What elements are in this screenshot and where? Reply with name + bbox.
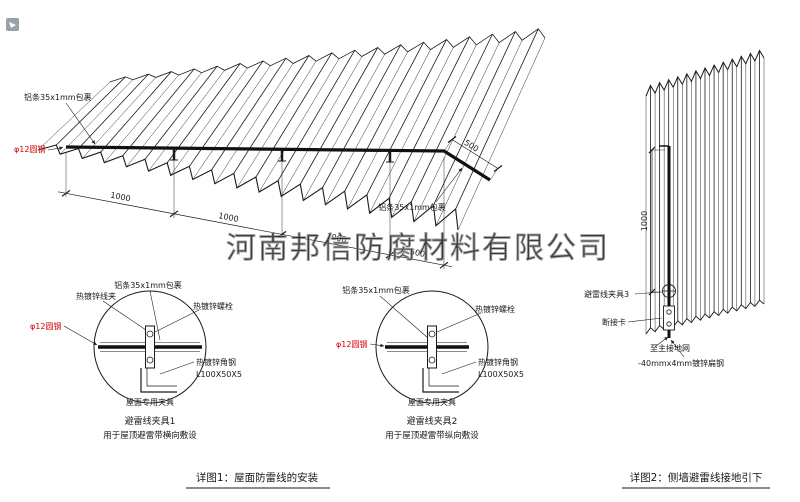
wall-dimension [648,146,665,296]
detail-circle-2: 铝条35x1mm包裹 热镀锌螺栓 φ12圆钢 热镀锌角钢 L100X50X5 屋… [336,285,524,441]
detail1-wire-clip-label: 热镀锌线夹 [76,291,116,301]
roof-dimension-ticks [61,189,449,269]
detail2-bolt-bottom [428,356,436,364]
roof-dimension-line [57,191,453,268]
detail2-bolt-top [428,330,436,338]
roof-dim-1000-b: 1000 [218,211,240,224]
roof-dimension-extension-lines [65,152,445,269]
caption-detail2: 详图2：侧墙避雷线接地引下 [630,471,763,484]
detail-circle-1: 热镀锌线夹 铝条35x1mm包裹 热镀锌螺栓 φ12圆钢 热镀锌角钢 L100X… [30,280,242,441]
corner-badge-icon [6,18,19,31]
detail1-bolt-bottom [146,356,154,364]
roof-lightning-wire [65,145,491,182]
roof-round-steel-label: φ12圆钢 [14,144,45,154]
detail2-angle-steel [422,368,459,393]
roof-overlay: 1000 1000 1000 500 500 铝条35x1mm包裹 φ12圆钢 … [14,92,503,269]
wall-disconnect-link [663,305,675,331]
wall-flat-steel-label: -40mmx4mm镀锌扁钢 [638,358,724,368]
detail2-round-steel-label: φ12圆钢 [336,339,367,349]
roof-strip-right-leader [435,167,463,203]
detail2-clamp-plate [427,325,437,369]
wall-dim-1000: 1000 [640,211,649,231]
company-watermark: 河南邦信防腐材料有限公司 [226,231,610,266]
roof-strip-label-top: 铝条35x1mm包裹 [24,92,92,102]
detail1-clamp-plate [145,325,155,369]
detail1-leaders [63,290,200,375]
detail2-circle-outline [375,290,489,404]
caption-detail1: 详图1：屋面防雷线的安装 [196,471,319,484]
detail1-subtitle: 用于屋顶避雷带横向敷设 [103,430,197,441]
roof-dim-500-a: 500 [409,247,426,259]
wall-clamp-3 [662,284,676,298]
detail2-angle-size: L100X50X5 [478,370,524,379]
detail1-angle-steel [140,368,177,393]
roof-dim-1000-a: 1000 [110,191,132,204]
detail1-title: 避雷线夹具1 [125,415,176,427]
detail2-title: 避雷线夹具2 [407,415,458,427]
wall-corrugated-sheet [645,49,765,335]
detail1-round-steel-label: φ12圆钢 [30,321,61,331]
wall-overlay: 1000 避雷线夹具3 断接卡 至主接地网 -40mmx4mm镀锌扁钢 [584,145,724,368]
detail2-bolt-label: 热镀锌螺栓 [475,304,515,314]
detail2-fixture-label: 屋面专用夹具 [408,397,456,407]
detail2-leaders [369,295,482,375]
detail1-angle-size: L100X50X5 [196,370,242,379]
detail2-strip-label: 铝条35x1mm包裹 [342,285,410,295]
wall-clamp-label: 避雷线夹具3 [584,289,629,299]
roof-slope-dimension [443,136,503,181]
detail1-bolt-label: 热镀锌螺栓 [193,301,233,311]
roof-strip-label-right: 铝条35x1mm包裹 [378,202,446,212]
detail2-angle-label: 热镀锌角钢 [478,357,518,367]
roof-wire-clamp [170,149,394,163]
detail1-angle-label: 热镀锌角钢 [196,357,236,367]
roof-round-steel-leader [47,146,64,151]
roof-corrugated-sheet [37,28,546,231]
detail1-bolt-top [146,330,154,338]
detail1-fixture-label: 屋面专用夹具 [126,397,174,407]
detail1-strip-label: 铝条35x1mm包裹 [114,280,182,290]
wall-ground-label: 至主接地网 [650,343,690,353]
wall-leaders [627,291,685,358]
detail2-subtitle: 用于屋顶避雷带纵向敷设 [385,430,479,441]
wall-disconnect-label: 断接卡 [602,317,626,327]
roof-dim-1000-c: 1000 [326,232,348,245]
roof-strip-top-leader [65,102,96,145]
